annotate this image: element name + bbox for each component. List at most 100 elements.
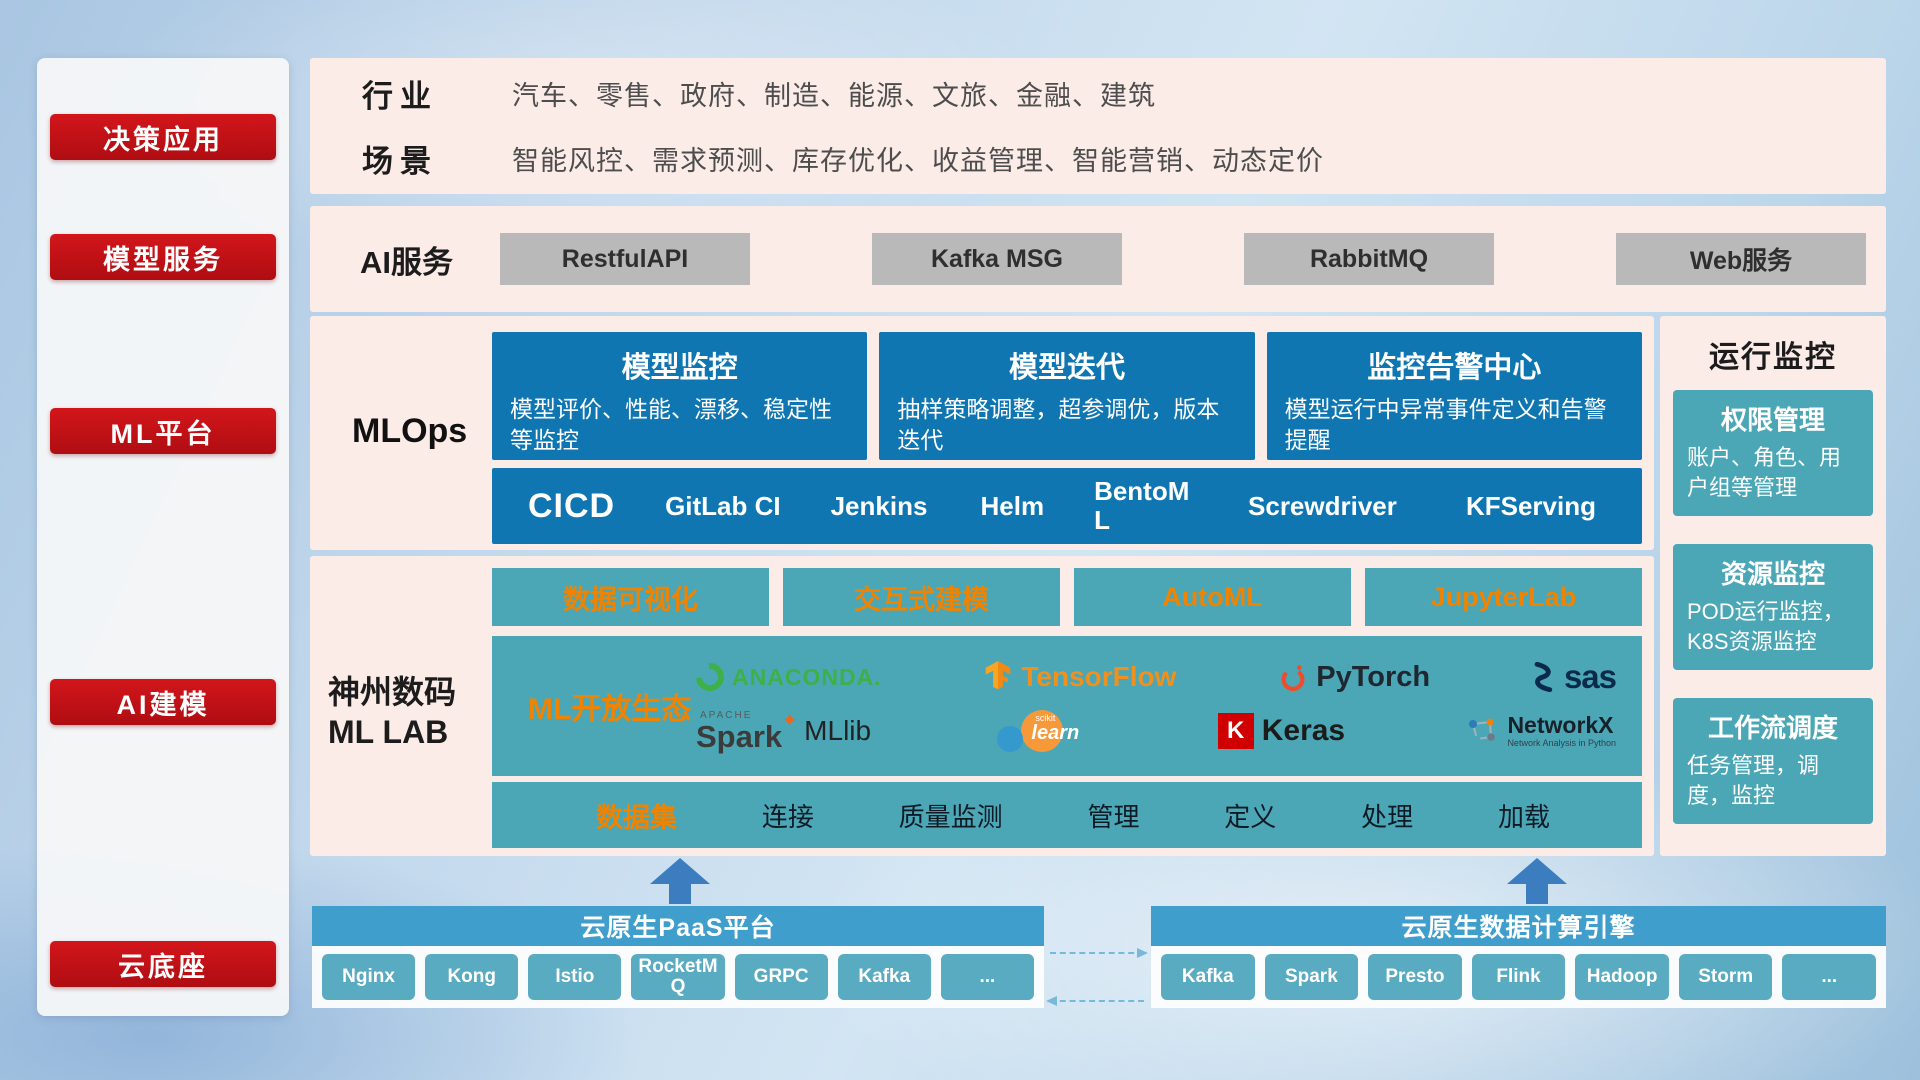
networkx-logo: NetworkX Network Analysis in Python — [1465, 713, 1616, 748]
chip-more[interactable]: ... — [940, 954, 1034, 1000]
networkx-wordmark-block: NetworkX Network Analysis in Python — [1507, 713, 1616, 748]
mlops-panel: MLOps 模型监控 模型评价、性能、漂移、稳定性等监控 模型迭代 抽样策略调整… — [310, 316, 1654, 550]
ecosystem-logo-row-1: ANACONDA. TensorFlow — [690, 657, 1617, 697]
sidebar-item-decision-apps[interactable]: 决策应用 — [50, 114, 276, 160]
keras-wordmark: Keras — [1261, 714, 1346, 747]
dataset-item-connect: 连接 — [761, 801, 814, 832]
sas-logo: sas — [1532, 658, 1617, 696]
card-title: 模型监控 — [621, 352, 738, 384]
sidebar-item-ml-platform[interactable]: ML平台 — [50, 408, 276, 454]
kafka-msg-button[interactable]: Kafka MSG — [872, 233, 1122, 285]
card-desc: POD运行监控，K8S资源监控 — [1687, 599, 1845, 654]
restful-api-button[interactable]: RestfulAPI — [500, 233, 750, 285]
chip-hadoop[interactable]: Hadoop — [1575, 954, 1669, 1000]
ml-lab-label-line2: ML LAB — [328, 714, 449, 750]
compute-chips-row: Kafka Spark Presto Flink Hadoop Storm ..… — [1151, 946, 1886, 1008]
dataset-item-load: 加载 — [1497, 801, 1550, 832]
chip-kafka[interactable]: Kafka — [1161, 954, 1255, 1000]
chip-grpc[interactable]: GRPC — [734, 954, 828, 1000]
interactive-modeling-box[interactable]: 交互式建模 — [783, 568, 1060, 626]
automl-box[interactable]: AutoML — [1074, 568, 1351, 626]
tensorflow-icon — [986, 661, 1011, 690]
ai-service-buttons: RestfulAPI Kafka MSG RabbitMQ Web服务 — [500, 233, 1886, 285]
data-compute-engine-title: 云原生数据计算引擎 — [1151, 906, 1886, 946]
paas-platform-section: 云原生PaaS平台 Nginx Kong Istio RocketMQ GRPC… — [312, 906, 1044, 1008]
spark-mllib-logo: APACHE Spark ✦ MLlib — [696, 709, 871, 752]
chip-nginx[interactable]: Nginx — [322, 954, 416, 1000]
chip-kafka[interactable]: Kafka — [837, 954, 931, 1000]
card-title: 工作流调度 — [1707, 713, 1838, 743]
ecosystem-logos: ANACONDA. TensorFlow — [690, 657, 1642, 754]
tensorflow-wordmark: TensorFlow — [1021, 661, 1177, 692]
card-title: 权限管理 — [1720, 405, 1825, 435]
mlops-cards: 模型监控 模型评价、性能、漂移、稳定性等监控 模型迭代 抽样策略调整，超参调优，… — [492, 332, 1642, 460]
sidebar-item-model-service[interactable]: 模型服务 — [50, 234, 276, 280]
cicd-item-helm: Helm — [980, 490, 1045, 521]
dashed-arrow-right-icon — [1050, 948, 1148, 958]
cicd-item-kfserving: KFServing — [1465, 490, 1596, 521]
runtime-monitoring-panel: 运行监控 权限管理 账户、角色、用户组等管理 资源监控 POD运行监控，K8S资… — [1660, 316, 1886, 856]
sidebar-item-cloud-base[interactable]: 云底座 — [50, 941, 276, 987]
pytorch-logo: PyTorch — [1278, 661, 1430, 694]
chip-flink[interactable]: Flink — [1471, 954, 1566, 1000]
ecosystem-logo-row-2: APACHE Spark ✦ MLlib scikit learn — [696, 708, 1616, 754]
sklearn-wordmark: learn — [1031, 722, 1080, 744]
sidebar-item-ai-modeling[interactable]: AI建模 — [50, 679, 276, 725]
card-desc: 模型运行中异常事件定义和告警提醒 — [1284, 396, 1607, 454]
industry-value: 汽车、零售、政府、制造、能源、文旅、金融、建筑 — [512, 81, 1156, 111]
left-category-rail: 决策应用 模型服务 ML平台 AI建模 云底座 — [37, 58, 289, 1016]
sklearn-orange-circle-icon — [1021, 710, 1064, 752]
chip-presto[interactable]: Presto — [1368, 954, 1462, 1000]
ai-service-panel: AI服务 RestfulAPI Kafka MSG RabbitMQ Web服务 — [310, 206, 1886, 312]
networkx-graph-icon — [1469, 718, 1496, 743]
networkx-wordmark: NetworkX — [1507, 712, 1614, 739]
arrow-head — [650, 858, 710, 884]
workflow-scheduling-card: 工作流调度 任务管理，调度，监控 — [1673, 698, 1873, 824]
chip-storm[interactable]: Storm — [1678, 954, 1773, 1000]
chip-kong[interactable]: Kong — [425, 954, 519, 1000]
model-monitoring-card: 模型监控 模型评价、性能、漂移、稳定性等监控 — [492, 332, 868, 460]
keras-k-icon: K — [1217, 713, 1254, 749]
rabbitmq-button[interactable]: RabbitMQ — [1244, 233, 1494, 285]
card-title: 监控告警中心 — [1367, 352, 1542, 384]
arrow-stem — [1526, 884, 1548, 904]
cicd-item-screwdriver: Screwdriver — [1248, 490, 1397, 521]
dataset-label: 数据集 — [596, 802, 677, 833]
paas-chips-row: Nginx Kong Istio RocketMQ GRPC Kafka ... — [312, 946, 1044, 1008]
chip-rocketmq[interactable]: RocketMQ — [631, 954, 725, 1000]
pytorch-flame-icon — [1281, 665, 1305, 691]
chip-spark[interactable]: Spark — [1264, 954, 1359, 1000]
cicd-item-bentoml: BentoML — [1094, 476, 1190, 535]
scenario-label: 场景 — [362, 144, 438, 179]
spark-wordmark: Spark ✦ — [696, 711, 798, 752]
ml-lab-panel: 神州数码 ML LAB 数据可视化 交互式建模 AutoML JupyterLa… — [310, 556, 1654, 856]
anaconda-wordmark: ANACONDA. — [732, 663, 882, 690]
jupyterlab-box[interactable]: JupyterLab — [1365, 568, 1642, 626]
anaconda-ring-icon — [690, 657, 730, 697]
model-iteration-card: 模型迭代 抽样策略调整，超参调优，版本迭代 — [879, 332, 1255, 460]
runtime-monitoring-title: 运行监控 — [1709, 341, 1837, 374]
chip-istio[interactable]: Istio — [528, 954, 622, 1000]
ai-service-label: AI服务 — [360, 244, 453, 280]
scikit-learn-logo: scikit learn — [991, 708, 1097, 754]
keras-logo: K Keras — [1217, 713, 1346, 749]
ml-lab-tools-row: 数据可视化 交互式建模 AutoML JupyterLab — [492, 568, 1642, 626]
dataset-item-define: 定义 — [1224, 801, 1277, 832]
card-title: 资源监控 — [1720, 559, 1825, 589]
data-visualization-box[interactable]: 数据可视化 — [492, 568, 769, 626]
alert-center-card: 监控告警中心 模型运行中异常事件定义和告警提醒 — [1266, 332, 1642, 460]
apache-text: APACHE — [700, 709, 753, 721]
up-arrow-icon — [1507, 858, 1567, 904]
cicd-label: CICD — [528, 486, 616, 525]
card-desc: 抽样策略调整，超参调优，版本迭代 — [897, 396, 1220, 454]
dashed-arrow-left-icon — [1046, 996, 1144, 1006]
card-desc: 任务管理，调度，监控 — [1687, 753, 1820, 808]
scenario-value: 智能风控、需求预测、库存优化、收益管理、智能营销、动态定价 — [512, 146, 1324, 176]
dataset-item-manage: 管理 — [1087, 801, 1140, 832]
sklearn-scikit-text: scikit — [1035, 713, 1056, 723]
chip-more[interactable]: ... — [1782, 954, 1877, 1000]
web-service-button[interactable]: Web服务 — [1616, 233, 1866, 285]
card-desc: 账户、角色、用户组等管理 — [1687, 445, 1842, 500]
cicd-bar: CICD GitLab CI Jenkins Helm BentoML Scre… — [492, 468, 1642, 544]
